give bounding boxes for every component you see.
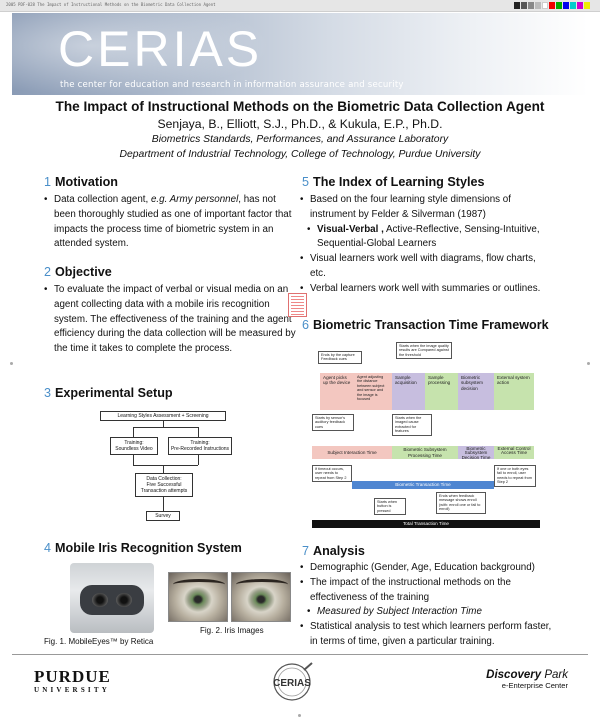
callout-capture-feedback: Ends by the capture Feedback cues	[318, 351, 362, 364]
flow-data-collection: Data Collection: Five Successful Transac…	[135, 473, 193, 497]
fig2-caption: Fig. 2. Iris Images	[200, 626, 264, 635]
fig1-caption: Fig. 1. MobileEyes™ by Retica	[44, 637, 154, 646]
registration-mark-right	[587, 362, 590, 365]
transaction-time-diagram: Ends by the capture Feedback cues Starts…	[312, 342, 540, 530]
callout-quality-threshold: Starts when the image quality results ar…	[396, 342, 452, 360]
stage-3: Sample acquisition	[392, 373, 425, 410]
bar-access: External Control Access Time	[494, 446, 534, 459]
cerias-logo: CERIAS	[273, 662, 313, 701]
section-ils-body: Based on the four learning style dimensi…	[300, 193, 552, 297]
stage-6: External system action	[494, 373, 534, 410]
callout-enroll-fail: If one or both eyes fail to enroll, user…	[494, 465, 536, 487]
flow-training-instructions: Training: Pre-Recorded Instructions	[168, 437, 232, 455]
poster-title: The Impact of Instructional Methods on t…	[55, 99, 545, 114]
section-analysis-body: Demographic (Gender, Age, Education back…	[300, 561, 558, 650]
purdue-logo: PURDUE UNIVERSITY	[34, 667, 111, 694]
margin-note	[288, 293, 307, 317]
iris-image-right	[231, 572, 291, 622]
registration-mark-left	[10, 362, 13, 365]
pdf-header-strip: 2005 PDF-028 The Impact of Instructional…	[0, 0, 600, 12]
flow-survey: Survey	[146, 511, 180, 521]
discovery-park-logo: Discovery Park e-Enterprise Center	[486, 669, 568, 690]
flow-training-video: Training: Soundless Video	[110, 437, 158, 455]
mobileeyes-device-image	[70, 563, 154, 633]
callout-features-extracted: Starts when the imaged cause extracted f…	[392, 414, 432, 436]
strip-text: 2005 PDF-028 The Impact of Instructional…	[6, 2, 216, 7]
flow-assessment: Learning Styles Assessment + Screening	[100, 411, 226, 421]
poster-department: Department of Industrial Technology, Col…	[119, 149, 481, 160]
cerias-banner: CERIAS the center for education and rese…	[12, 13, 588, 95]
banner-logo-text: CERIAS	[58, 21, 263, 77]
banner-tagline: the center for education and research in…	[60, 80, 404, 90]
callout-timeout: If timeout occurs, user needs to repeat …	[312, 465, 352, 483]
callout-button-pressed: Starts when button is pressed	[374, 498, 406, 516]
section-objective-body: To evaluate the impact of verbal or visu…	[44, 283, 298, 357]
bar-biometric-transaction: Biometric Transaction Time	[352, 481, 494, 489]
stage-2: Agent adjusting the distance between sub…	[354, 373, 392, 410]
registration-mark-bottom	[298, 714, 301, 717]
stage-4: Sample processing	[425, 373, 458, 410]
poster-lab: Biometrics Standards, Performances, and …	[151, 134, 449, 145]
stage-1: Agent picks up the device	[320, 373, 354, 410]
callout-sensor-auditory: Starts by sensor's auditory feedback cue…	[312, 414, 354, 432]
bar-total-transaction: Total Transaction Time	[312, 520, 540, 528]
bar-decision: Biometric Subsystem Decision Time	[458, 446, 494, 460]
stage-5: Biometric subsystem decision	[458, 373, 494, 410]
bar-subject-interaction: Subject Interaction Time	[312, 446, 392, 459]
svg-text:CERIAS: CERIAS	[273, 678, 311, 689]
callout-feedback-message: Ends when feedback message shows enroll …	[436, 492, 486, 514]
iris-image-left	[168, 572, 228, 622]
bar-processing: Biometric Subsystem Processing Time	[392, 446, 458, 459]
color-swatches	[514, 2, 590, 9]
poster-authors: Senjaya, B., Elliott, S.J., Ph.D., & Kuk…	[157, 117, 443, 131]
footer-divider	[12, 654, 588, 655]
section-motivation-body: Data collection agent, e.g. Army personn…	[44, 193, 298, 252]
